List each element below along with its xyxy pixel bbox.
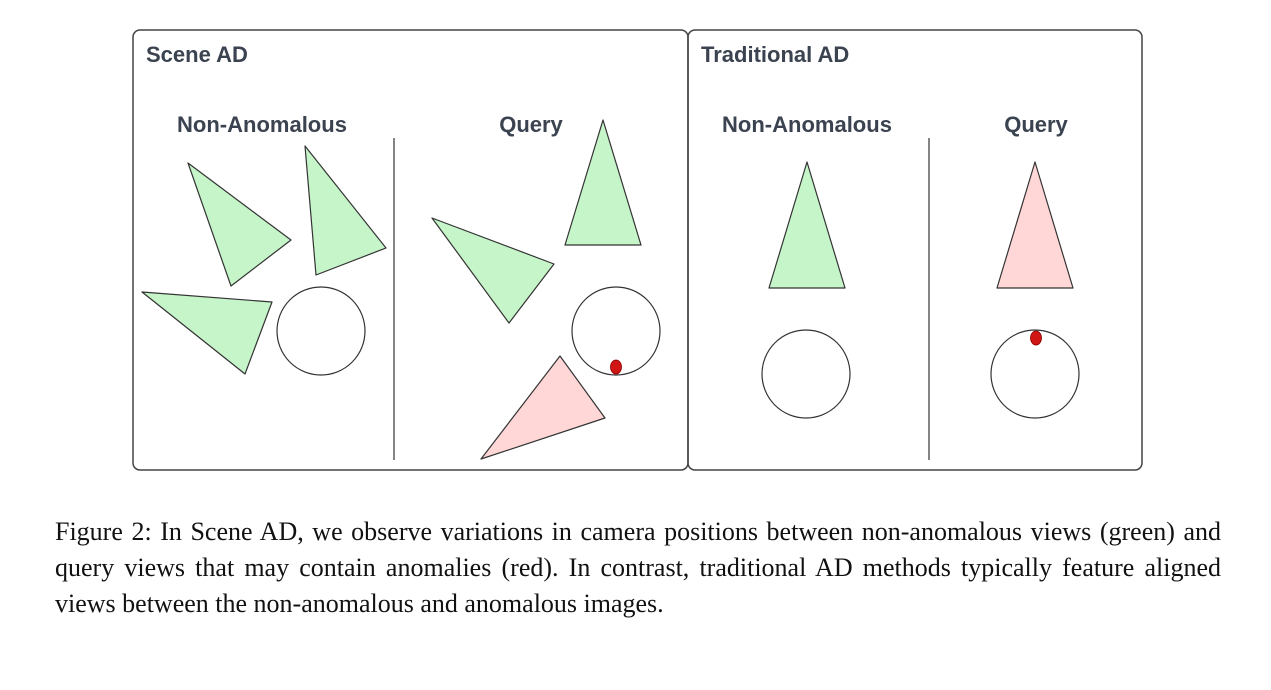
scene-ad-query-triangle-left	[431, 217, 555, 324]
scene-ad-query-circle	[571, 286, 661, 376]
scene-ad-title: Scene AD	[146, 42, 248, 67]
scene-ad-query-defect-dot	[610, 359, 622, 375]
traditional-ad-normal-triangle	[768, 161, 846, 289]
scene-ad-non-anomalous-label: Non-Anomalous	[177, 112, 347, 137]
traditional-ad-query-triangle-anomalous	[996, 161, 1074, 289]
scene-ad-normal-triangle-1	[187, 162, 292, 287]
scene-ad-panel-border	[132, 29, 689, 471]
traditional-ad-query-circle	[990, 329, 1080, 419]
traditional-ad-query-label: Query	[1004, 112, 1068, 137]
scene-ad-query-triangle-anomalous	[480, 355, 606, 460]
scene-ad-normal-circle	[276, 286, 366, 376]
scene-ad-query-label: Query	[499, 112, 563, 137]
traditional-ad-panel: Traditional AD Non-Anomalous Query	[687, 29, 1143, 471]
traditional-ad-non-anomalous-label: Non-Anomalous	[722, 112, 892, 137]
traditional-ad-query-defect-dot	[1030, 330, 1042, 346]
figure-diagram: Scene AD Non-Anomalous Query Traditional…	[132, 29, 1143, 471]
scene-ad-normal-triangle-3	[141, 291, 273, 375]
traditional-ad-panel-border	[687, 29, 1143, 471]
traditional-ad-title: Traditional AD	[701, 42, 849, 67]
traditional-ad-normal-circle	[761, 329, 851, 419]
scene-ad-normal-triangle-2	[304, 145, 387, 276]
figure-caption: Figure 2: In Scene AD, we observe variat…	[55, 517, 1221, 618]
scene-ad-query-triangle-tall	[564, 119, 642, 246]
scene-ad-panel: Scene AD Non-Anomalous Query	[132, 29, 689, 471]
